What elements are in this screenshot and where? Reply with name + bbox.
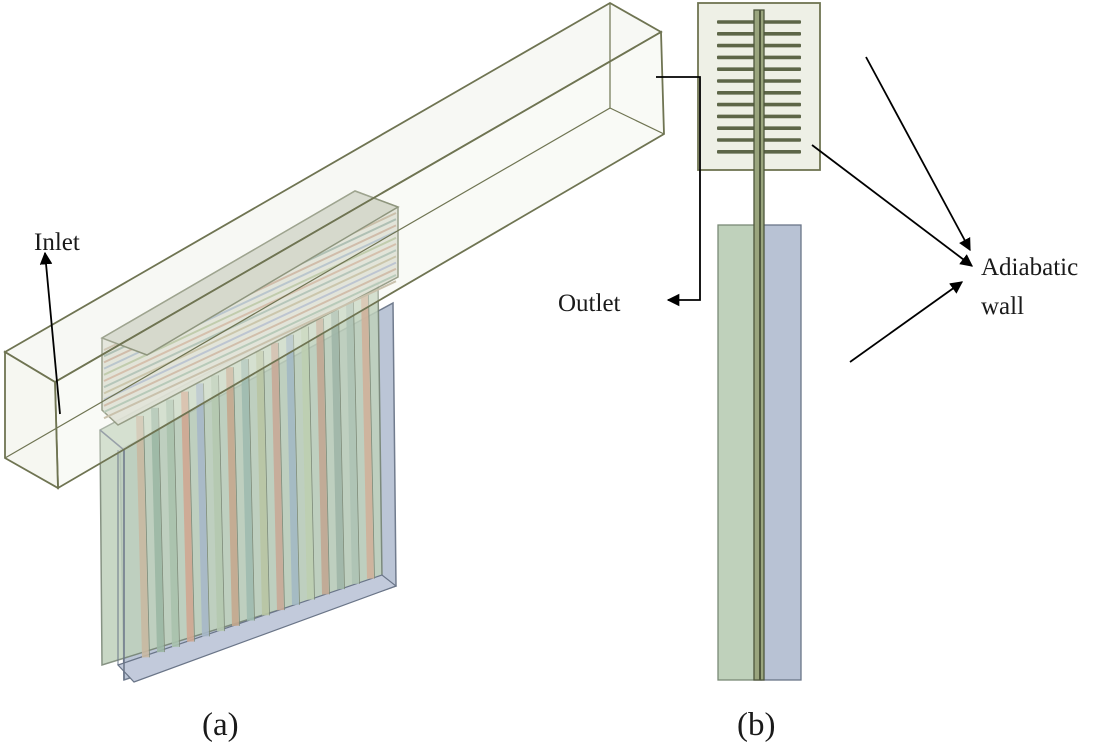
panel-a-caption: (a) [202, 707, 239, 743]
tube-stripe [226, 367, 239, 626]
fin-stack-top [100, 190, 400, 356]
fin-stack [100, 190, 400, 426]
fin-layer [103, 249, 397, 389]
tube-stripe [286, 334, 299, 605]
tube-stripe [136, 415, 149, 658]
tube-stripe [166, 399, 179, 647]
plate-bottom-slab [116, 574, 398, 683]
tube-stripe-edge [278, 342, 285, 611]
tube-stripe-edge [338, 310, 345, 590]
tube-stripe [241, 358, 254, 621]
duct-back-edge-2 [609, 107, 665, 135]
inlet-label: Inlet [34, 229, 80, 256]
outlet-connector [656, 76, 701, 307]
adiabatic-label-line1: Adiabatic [981, 254, 1078, 281]
fin-layer [103, 255, 397, 395]
panel-a-isometric-view: Inlet [3, 1, 665, 683]
tube-stripe [181, 391, 194, 642]
fin-layer [103, 261, 397, 401]
tube-stripe-edge [368, 294, 375, 579]
tube-stripe [196, 383, 209, 637]
fin-layer [103, 280, 397, 420]
tube-stripe-edge [173, 399, 180, 647]
tube-stripe-edge [218, 375, 225, 632]
tube-stripe-edge [248, 359, 255, 621]
tube-stripe [256, 350, 269, 616]
adiabatic-label-line2: wall [981, 293, 1024, 320]
tube-stripe-edge [293, 334, 300, 605]
inlet-arrow [39, 251, 61, 415]
plate-pack [99, 280, 398, 683]
tube-stripe-edge [203, 383, 210, 637]
tube-stripe [316, 318, 329, 595]
outlet-label: Outlet [558, 290, 621, 317]
tube-stripe [271, 342, 284, 611]
tube-stripe-edge [353, 302, 360, 584]
tube-stripe [331, 310, 344, 590]
panel-b-caption: (b) [737, 707, 775, 743]
adiabatic-arrow-bottom [849, 281, 964, 363]
tube-stripe-edge [158, 407, 165, 653]
tube-stripe-edge [188, 391, 195, 642]
fin-layer [103, 267, 397, 407]
tube-stripe-edge [233, 367, 240, 626]
panel-b-side-view: Outlet Adiabatic wall [558, 2, 1078, 681]
adiabatic-arrow-top [865, 56, 971, 252]
tube-stripe-edge [263, 350, 270, 616]
tube-stripe [346, 302, 359, 584]
tube-stripe [361, 293, 374, 579]
duct-inlet-face [4, 350, 59, 490]
air-duct [3, 1, 665, 490]
tube-stripe-edge [308, 326, 315, 600]
tube-stripe [211, 375, 224, 632]
tube-stripes [136, 293, 375, 658]
tube-stripe [301, 326, 314, 600]
tube-stripe-edge [143, 415, 150, 658]
adiabatic-arrow-mid [811, 144, 974, 267]
blue-plate-side [760, 224, 802, 681]
fin-layer [103, 274, 397, 413]
tube-stripe-edge [323, 318, 330, 595]
tube-stripe [151, 407, 164, 653]
fin-layer [103, 243, 397, 382]
